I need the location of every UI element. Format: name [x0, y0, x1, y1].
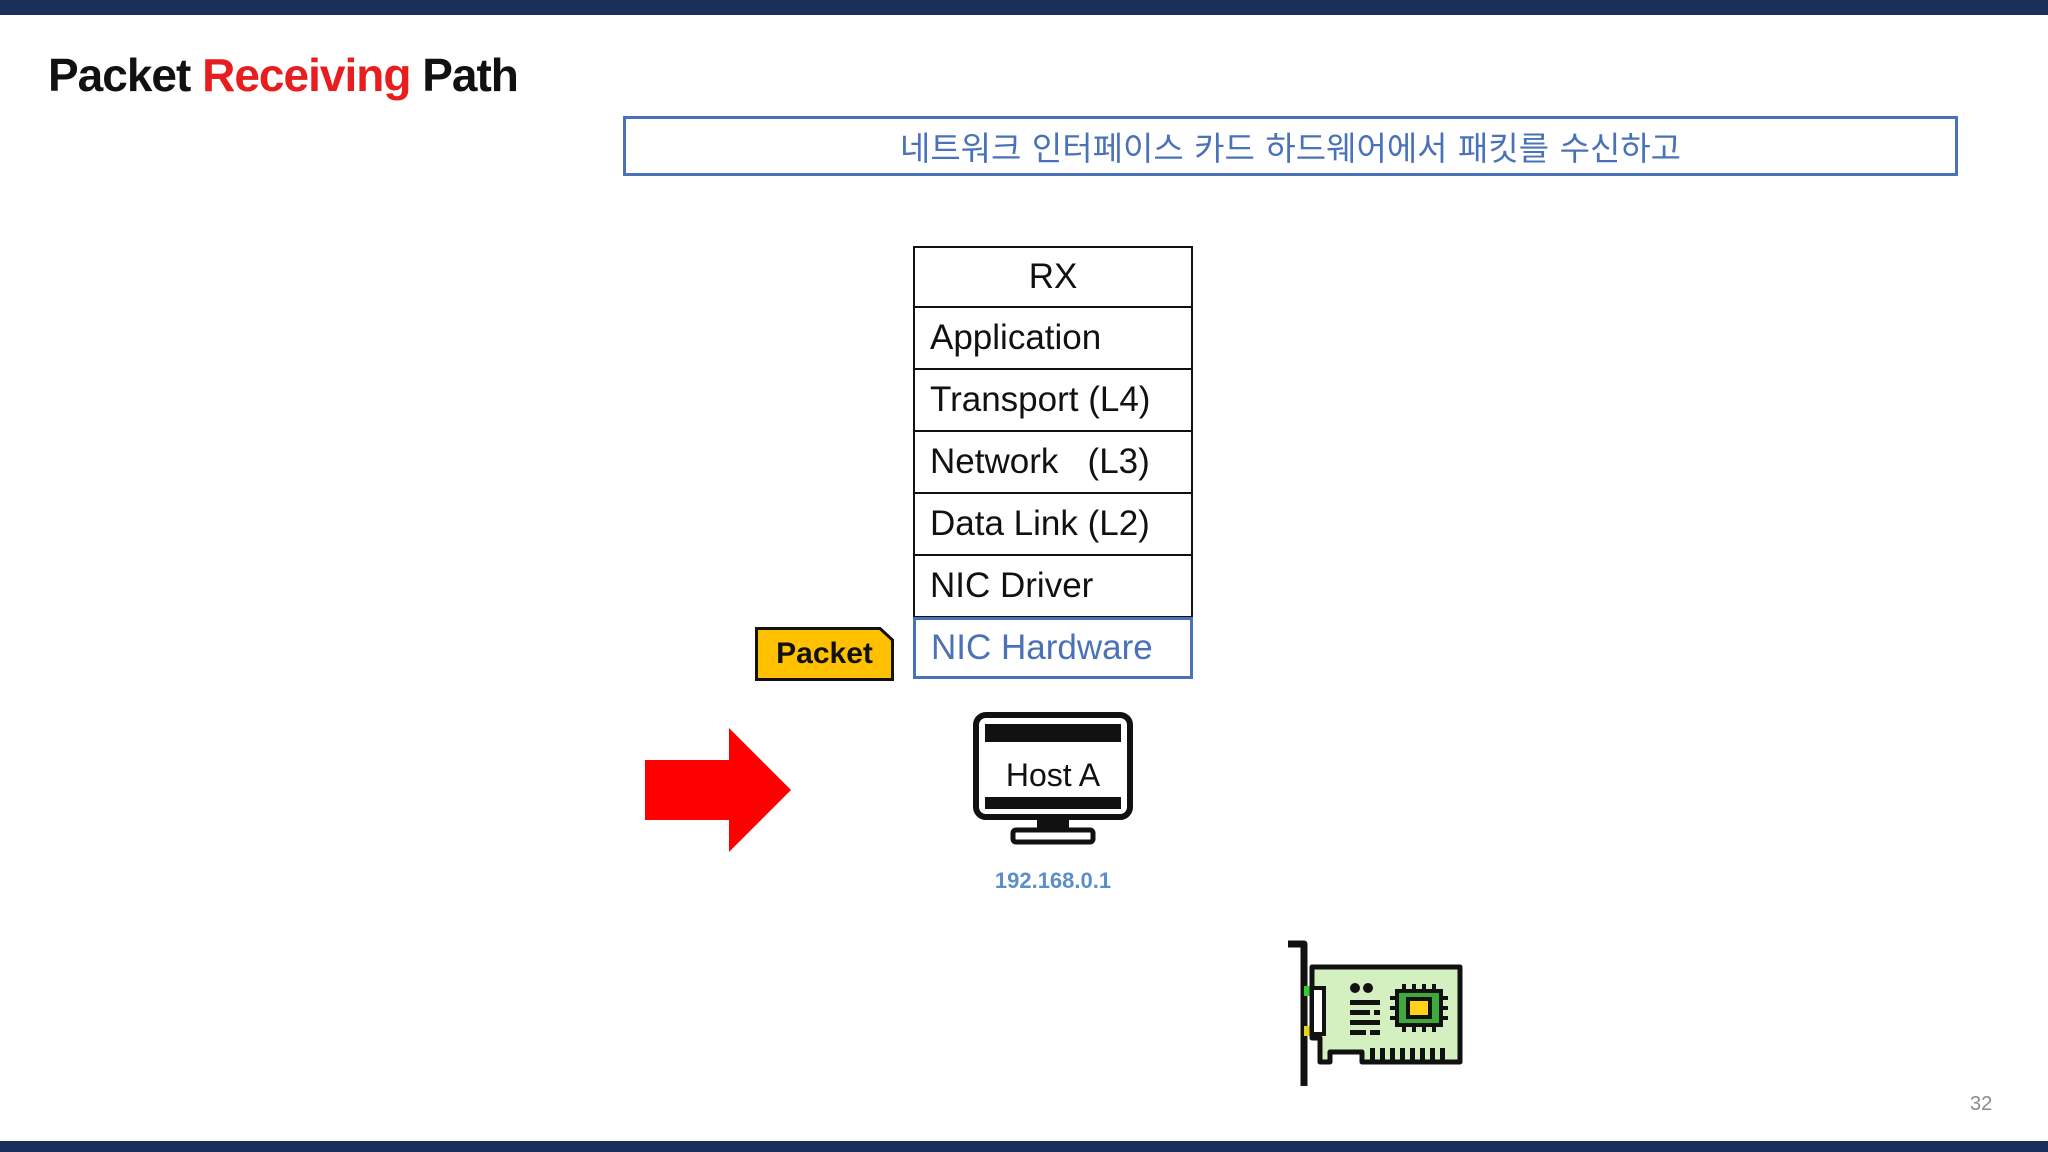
right-arrow-icon [645, 728, 791, 852]
title-word-receiving: Receiving [202, 49, 411, 101]
layer-nic-hardware: NIC Hardware [913, 617, 1193, 679]
host-label: Host A [1005, 757, 1101, 793]
layer-application: Application [913, 308, 1193, 370]
packet-label: Packet [776, 637, 873, 670]
network-card-icon [1288, 940, 1463, 1086]
layer-nic-driver: NIC Driver [913, 556, 1193, 618]
monitor-icon [973, 712, 1133, 845]
packet-outline [755, 627, 894, 681]
stack-header-rx: RX [913, 246, 1193, 308]
caption-text: 네트워크 인터페이스 카드 하드웨어에서 패킷를 수신하고 [899, 129, 1682, 168]
layer-network: Network (L3) [913, 432, 1193, 494]
layer-data-link: Data Link (L2) [913, 494, 1193, 556]
top-bar [0, 0, 2048, 15]
protocol-stack: RX Application Transport (L4) Network (L… [913, 246, 1193, 679]
bottom-bar [0, 1141, 2048, 1152]
title-word-path: Path [422, 49, 519, 101]
host-ip: 192.168.0.1 [994, 868, 1112, 893]
layer-transport: Transport (L4) [913, 370, 1193, 432]
packet-tag: Packet [756, 628, 893, 680]
title-word-packet: Packet [48, 49, 191, 101]
slide-title: Packet Receiving Path [48, 48, 519, 102]
caption-box: 네트워크 인터페이스 카드 하드웨어에서 패킷를 수신하고 [623, 116, 1958, 176]
page-number: 32 [1970, 1093, 1993, 1115]
